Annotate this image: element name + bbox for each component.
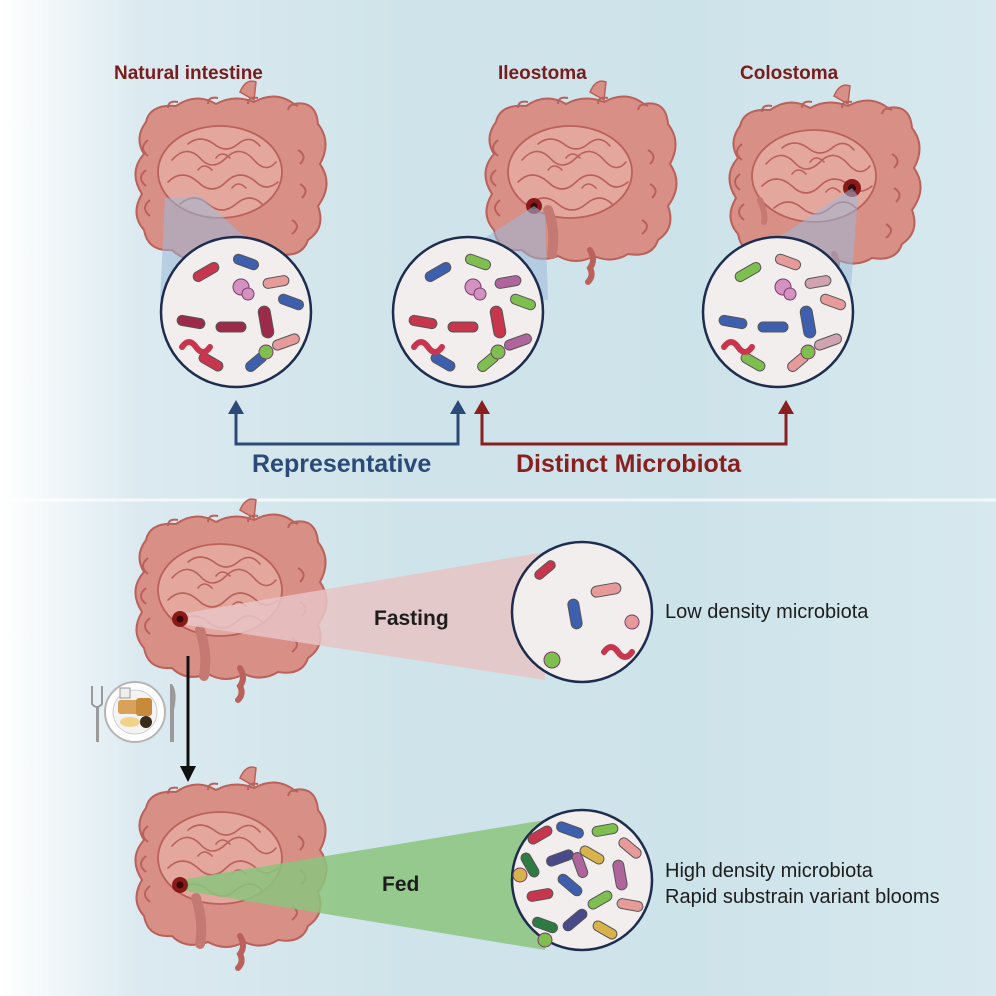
- bacteria-icon: [562, 908, 588, 932]
- bacteria-icon: [579, 845, 605, 865]
- bacteria-icon: [757, 321, 789, 333]
- fasting-microbiota-circle: [510, 540, 654, 684]
- bacteria-icon: [430, 352, 456, 372]
- bacteria-icon: [592, 920, 618, 940]
- bacteria-icon: [531, 916, 559, 934]
- bacteria-icon: [232, 253, 260, 271]
- bacteria-icon: [556, 821, 584, 839]
- bacteria-icon: [612, 859, 628, 891]
- knife-icon: [170, 684, 176, 742]
- bacteria-icon: [241, 287, 255, 301]
- bacteria-icon: [447, 321, 479, 333]
- fed-cone: [180, 820, 545, 950]
- fasting-description: Low density microbiota: [665, 601, 869, 623]
- bacteria-icon: [799, 305, 817, 339]
- bacteria-icon: [774, 253, 802, 271]
- fed-label: Fed: [382, 873, 420, 896]
- bacteria-icon: [179, 339, 213, 355]
- natural-intestine-title: Natural intestine: [114, 63, 263, 84]
- bacteria-icon: [504, 333, 532, 351]
- representative-arrow: [234, 412, 460, 446]
- bacteria-icon: [534, 560, 556, 580]
- bacteria-icon: [509, 293, 537, 311]
- bacteria-icon: [527, 825, 553, 845]
- bacteria-icon: [543, 651, 561, 669]
- bacteria-icon: [557, 873, 583, 897]
- bacteria-icon: [740, 352, 766, 372]
- bacteria-icon: [277, 293, 305, 311]
- bacteria-icon: [616, 898, 644, 912]
- bacteria-icon: [192, 262, 220, 282]
- bacteria-icon: [258, 344, 274, 360]
- fasting-cone: [180, 552, 545, 680]
- bacteria-icon: [571, 851, 589, 879]
- bacteria-icon: [624, 614, 640, 630]
- bacteria-icon: [567, 598, 583, 630]
- bacteria-icon: [546, 849, 574, 867]
- bacteria-icon: [176, 314, 206, 330]
- bacteria-icon: [804, 275, 832, 289]
- bacteria-icon: [520, 852, 540, 878]
- bacteria-icon: [800, 344, 816, 360]
- bacteria-icon: [783, 287, 797, 301]
- bacteria-icon: [424, 262, 452, 282]
- bacteria-icon: [734, 262, 762, 282]
- distinct-microbiota-label: Distinct Microbiota: [516, 450, 742, 478]
- bacteria-icon: [618, 837, 642, 859]
- plate-icon: [104, 681, 166, 743]
- fed-description-line-2: Rapid substrain variant blooms: [665, 886, 940, 908]
- fed-microbiota-circle: [510, 808, 654, 952]
- bacteria-icon: [257, 305, 275, 339]
- bacteria-icon: [262, 275, 290, 289]
- bacteria-icon: [490, 344, 506, 360]
- bacteria-icon: [512, 867, 528, 883]
- bacteria-icon: [819, 293, 847, 311]
- bacteria-icon: [411, 339, 445, 355]
- distinct-arrow: [480, 412, 788, 446]
- bacteria-icon: [272, 333, 300, 351]
- colostoma-title: Colostoma: [740, 63, 839, 84]
- bacteria-icon: [198, 352, 224, 372]
- bacteria-icon: [718, 314, 748, 330]
- bacteria-icon: [215, 321, 247, 333]
- representative-label: Representative: [252, 450, 432, 478]
- fasting-label: Fasting: [374, 607, 449, 630]
- bacteria-icon: [464, 253, 492, 271]
- bacteria-icon: [537, 932, 553, 948]
- bacteria-icon: [814, 333, 842, 351]
- bacteria-icon: [489, 305, 507, 339]
- bacteria-icon: [591, 823, 619, 837]
- fed-description-line-1: High density microbiota: [665, 860, 873, 882]
- bacteria-icon: [587, 890, 613, 910]
- bacteria-icon: [721, 339, 755, 355]
- bacteria-icon: [473, 287, 487, 301]
- bacteria-icon: [601, 644, 635, 660]
- ileostoma-title: Ileostoma: [498, 63, 587, 84]
- bacteria-icon: [590, 582, 622, 598]
- fork-icon: [91, 686, 103, 742]
- bacteria-icon: [408, 314, 438, 330]
- bacteria-icon: [494, 275, 522, 289]
- bacteria-icon: [526, 888, 554, 902]
